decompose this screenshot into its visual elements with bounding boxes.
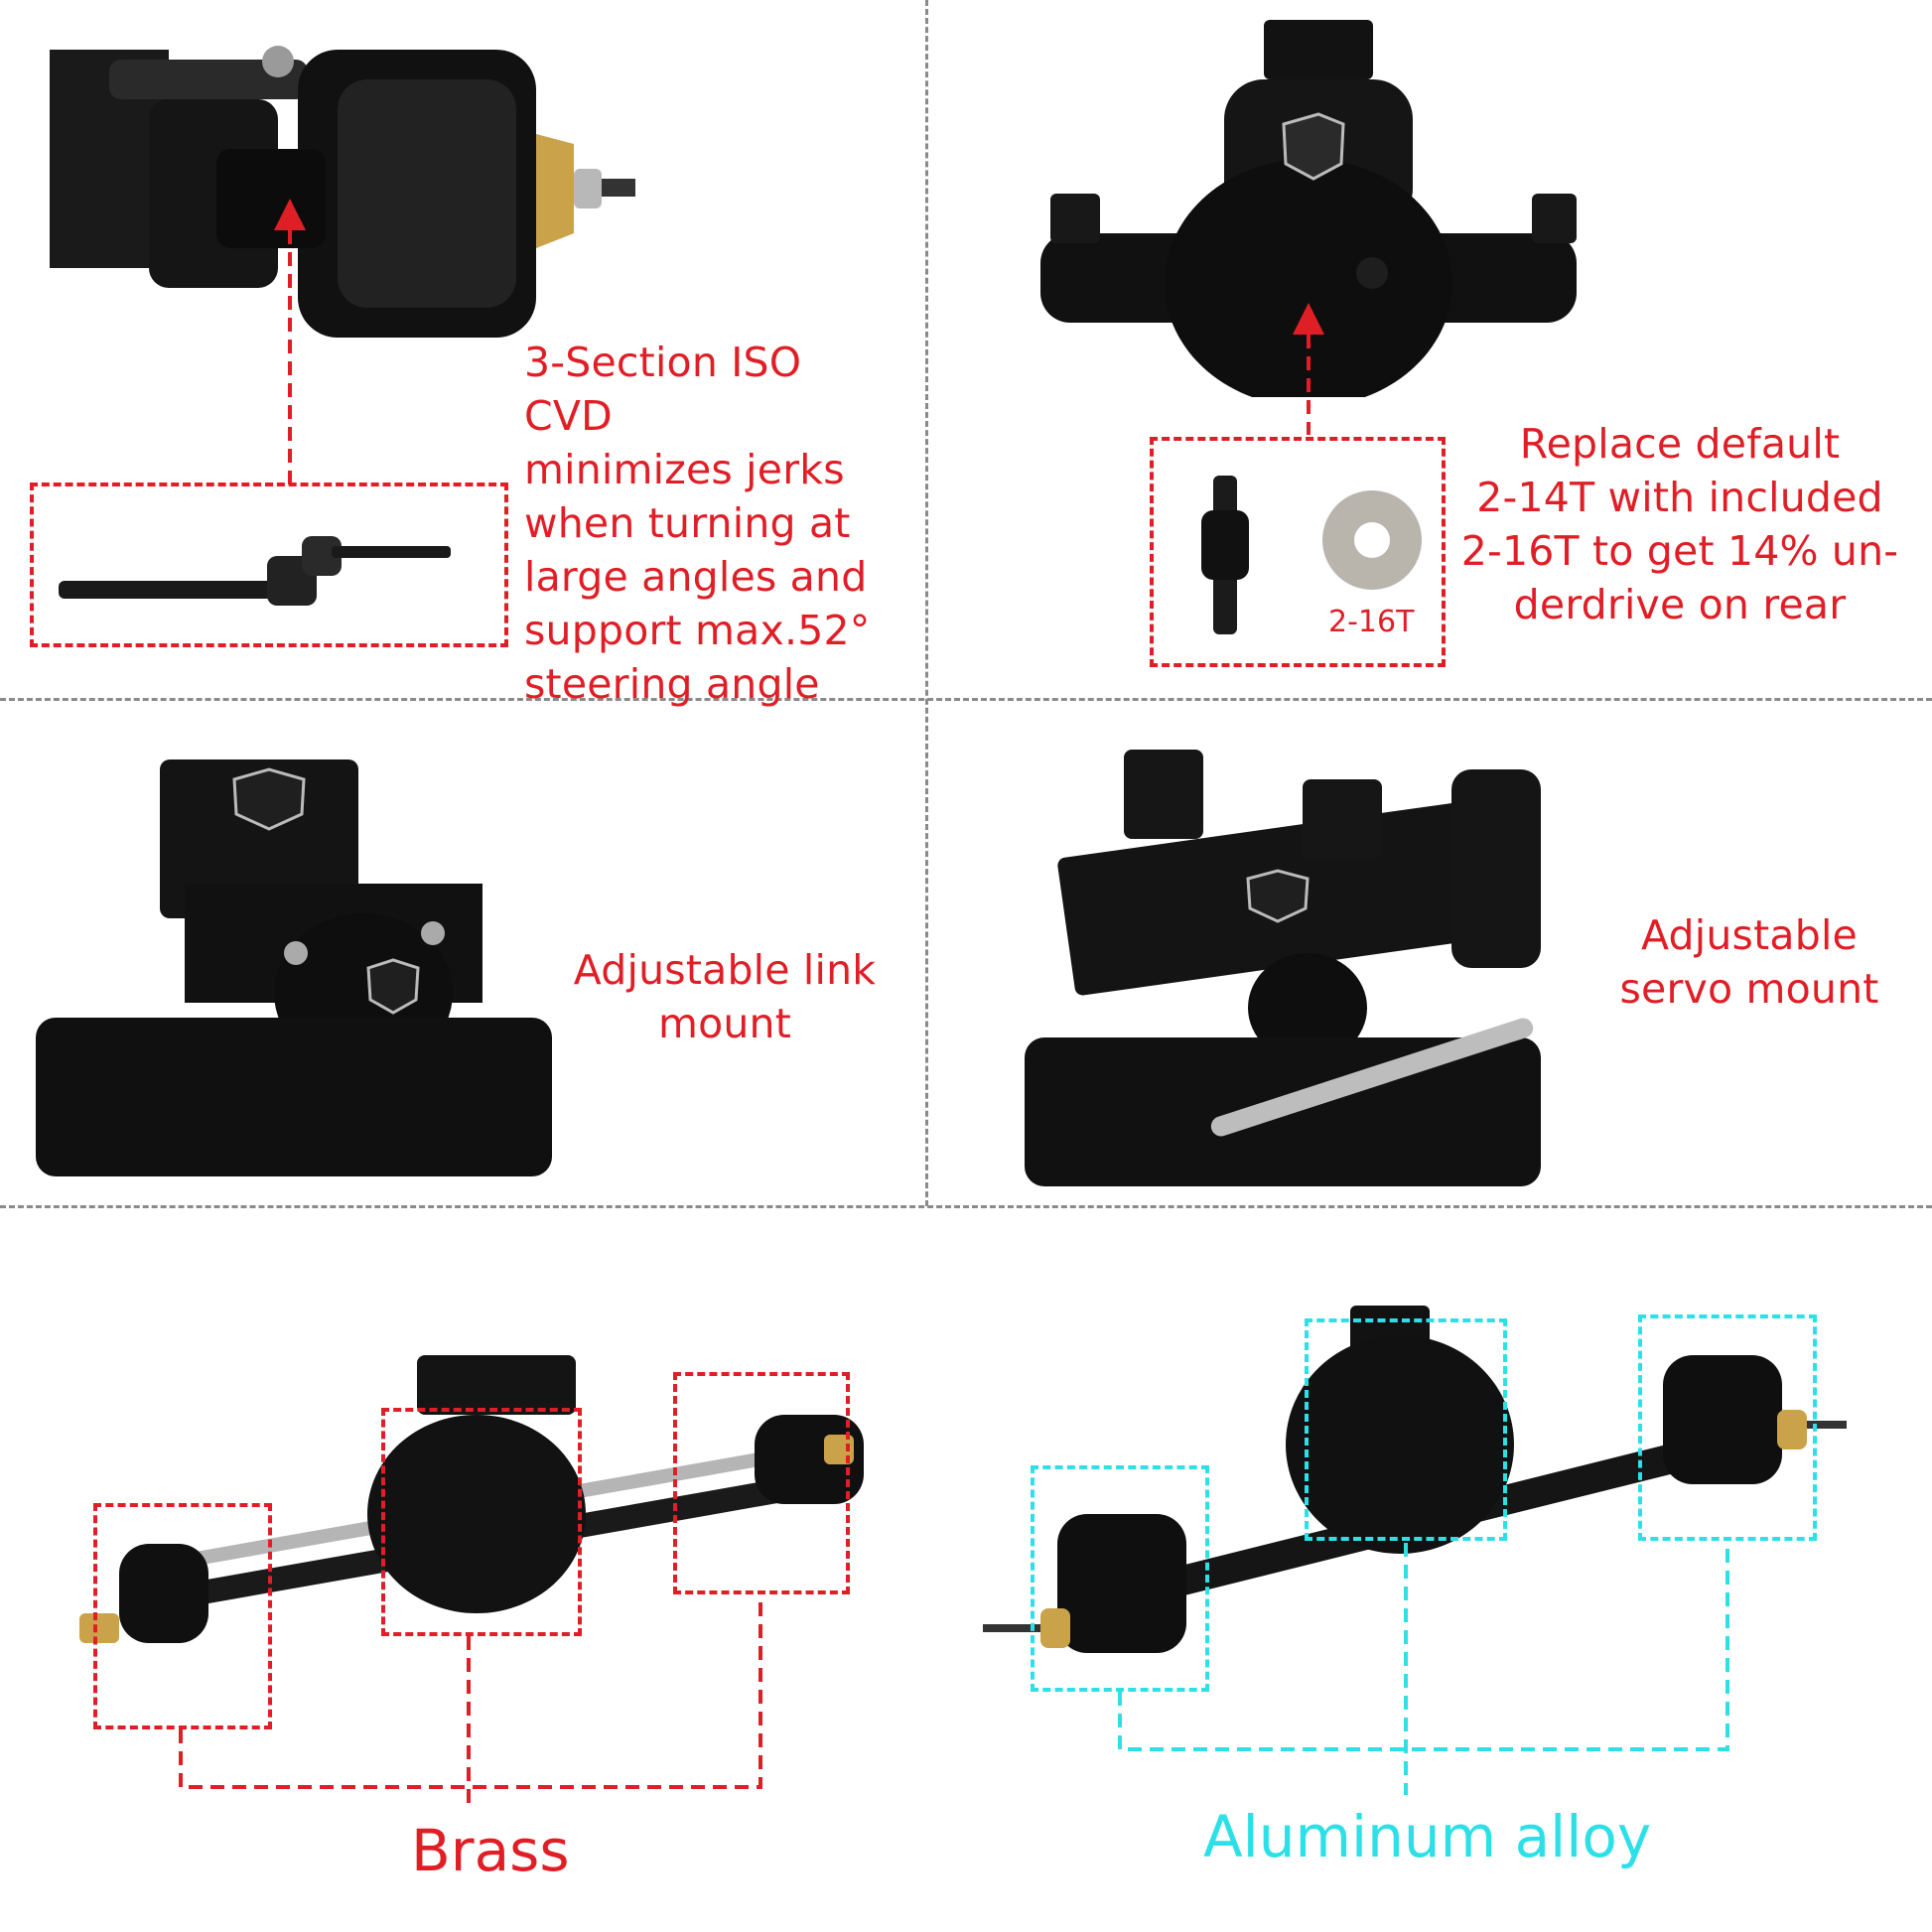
brass-connector-lines (179, 1594, 762, 1805)
arrow-up-icon (1293, 303, 1324, 435)
horizontal-divider-top (0, 698, 1932, 701)
brass-box-right (673, 1372, 850, 1594)
aluminum-connector-lines (1118, 1543, 1729, 1795)
horizontal-divider-middle (0, 1205, 1932, 1208)
brass-box-left (93, 1503, 272, 1729)
aluminum-box-left (1031, 1465, 1209, 1692)
cvd-shaft-callout-box (30, 483, 508, 647)
gear-feature-text: Replace default 2-14T with included 2-16… (1460, 420, 1899, 628)
brass-label: Brass (411, 1817, 570, 1884)
aluminum-box-center (1305, 1318, 1507, 1541)
servo-mount-text: Adjustable servo mount (1619, 911, 1879, 1013)
servo-mount-photo (1025, 730, 1541, 1186)
gear-callout-box: 2-16T (1150, 437, 1446, 667)
gear-size-label: 2-16T (1328, 605, 1415, 639)
cvd-feature-text: 3-Section ISO CVD minimizes jerks when t… (524, 339, 871, 708)
cvd-knuckle-photo (50, 40, 635, 347)
axle-housing-photo (1040, 20, 1577, 397)
aluminum-label: Aluminum alloy (1203, 1803, 1652, 1870)
aluminum-box-right (1638, 1314, 1817, 1541)
brass-axle-photo (60, 1325, 874, 1643)
link-mount-text: Adjustable link mount (573, 946, 877, 1047)
vertical-divider (925, 0, 928, 1206)
link-mount-photo (36, 740, 552, 1176)
arrow-up-icon (274, 199, 306, 484)
brass-box-center (381, 1408, 582, 1636)
